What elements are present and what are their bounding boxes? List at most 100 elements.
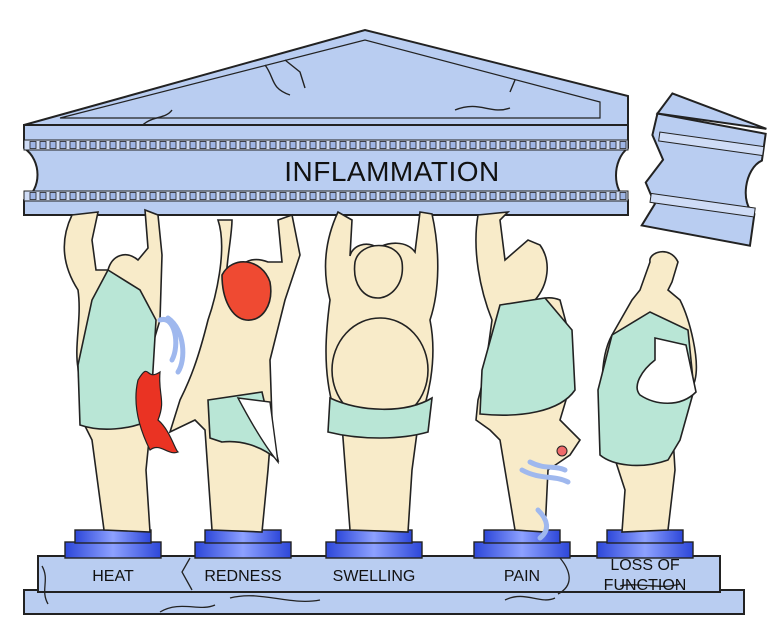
pillar-labels: HEAT REDNESS SWELLING PAIN LOSS OF FUNCT…: [92, 557, 686, 594]
dentil: [169, 141, 177, 149]
page-title: INFLAMMATION: [284, 156, 499, 187]
label-swelling: SWELLING: [333, 568, 416, 585]
dentil: [509, 192, 517, 200]
dentil: [429, 192, 437, 200]
pedestal-row: [64, 529, 694, 559]
dentil: [49, 141, 57, 149]
dentil: [69, 141, 77, 149]
dentil: [239, 141, 247, 149]
dentil: [289, 192, 297, 200]
dentil: [609, 141, 617, 149]
dentil: [139, 192, 147, 200]
dentil: [439, 192, 447, 200]
dentil: [589, 192, 597, 200]
dentil: [329, 192, 337, 200]
pedestal-step: [194, 541, 292, 559]
dentil: [479, 141, 487, 149]
dentil: [39, 192, 47, 200]
crack-mark: [41, 557, 681, 613]
pedestal-step: [606, 529, 684, 544]
dentil: [59, 141, 67, 149]
dentil: [499, 192, 507, 200]
dentil: [409, 192, 417, 200]
pain-wave-icon: [519, 459, 571, 541]
dentil: [279, 141, 287, 149]
dentil: [389, 192, 397, 200]
dentil: [269, 192, 277, 200]
tunic: [479, 297, 576, 416]
dentil: [29, 141, 37, 149]
dentil: [309, 192, 317, 200]
dentil: [579, 192, 587, 200]
dentil: [469, 192, 477, 200]
dentil: [619, 192, 627, 200]
dentil: [179, 192, 187, 200]
dentil: [499, 141, 507, 149]
temple-base: [23, 555, 745, 615]
label-loss-of-function-line1: LOSS OF: [610, 557, 680, 574]
dentil: [129, 141, 137, 149]
dentil: [549, 141, 557, 149]
dentil: [319, 141, 327, 149]
dentil: [99, 141, 107, 149]
dentil: [359, 141, 367, 149]
dentil: [559, 192, 567, 200]
dentil: [509, 141, 517, 149]
dentil: [569, 141, 577, 149]
dentil: [139, 141, 147, 149]
dentil: [339, 192, 347, 200]
dentil: [109, 192, 117, 200]
dentil: [399, 192, 407, 200]
dentil: [429, 141, 437, 149]
figure-redness: [168, 213, 301, 533]
dentil: [549, 192, 557, 200]
crack-mark: [139, 59, 516, 129]
dentil: [379, 141, 387, 149]
dentil: [339, 141, 347, 149]
dentil: [359, 192, 367, 200]
dentil: [389, 141, 397, 149]
dentil: [529, 192, 537, 200]
dentil-row-bottom: [29, 192, 627, 200]
dentil: [599, 192, 607, 200]
dentil: [199, 141, 207, 149]
dentil: [79, 141, 87, 149]
dentil: [539, 192, 547, 200]
dentil: [619, 141, 627, 149]
temple-roof: [23, 28, 629, 129]
dentil: [379, 192, 387, 200]
pedestal-step: [64, 541, 162, 559]
dentil: [129, 192, 137, 200]
redness-head-icon: [221, 260, 272, 321]
dentil: [559, 141, 567, 149]
figure-pain: [475, 210, 582, 541]
dentil: [469, 141, 477, 149]
dentil: [349, 141, 357, 149]
figure-swelling: [324, 210, 439, 533]
figure-loss-of-function: [597, 251, 698, 533]
dentil: [529, 141, 537, 149]
dentil: [79, 192, 87, 200]
dentil: [229, 192, 237, 200]
dentil: [319, 192, 327, 200]
pedestal-step: [473, 541, 571, 559]
dentil: [229, 141, 237, 149]
dentil: [449, 192, 457, 200]
dentil: [219, 192, 227, 200]
dentil: [419, 192, 427, 200]
dentil: [439, 141, 447, 149]
dentil: [449, 141, 457, 149]
dentil: [99, 192, 107, 200]
dentil: [309, 141, 317, 149]
label-pain: PAIN: [504, 568, 540, 585]
tunic: [327, 396, 433, 439]
dentil: [179, 141, 187, 149]
dentil: [239, 192, 247, 200]
dentil: [459, 141, 467, 149]
dentil: [259, 141, 267, 149]
dentil: [49, 192, 57, 200]
dentil: [409, 141, 417, 149]
dentil: [349, 192, 357, 200]
dentil: [119, 141, 127, 149]
